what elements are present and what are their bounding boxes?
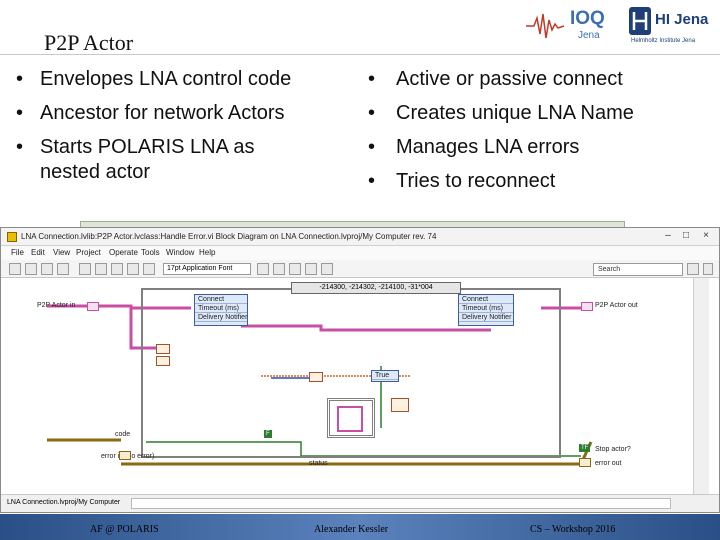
ioq-logo-subtext: Jena xyxy=(578,30,600,41)
inner-case-structure[interactable] xyxy=(327,398,375,438)
stop-actor-terminal[interactable]: TF xyxy=(579,444,591,452)
resize-objects-icon[interactable] xyxy=(289,263,301,275)
bullet-item: Active or passive connect xyxy=(362,62,712,96)
footer-bar: AF @ POLARIS Alexander Kessler CS – Work… xyxy=(0,514,720,540)
error-out-terminal[interactable] xyxy=(579,458,591,467)
help-icon[interactable] xyxy=(703,263,713,275)
footer-event: CS – Workshop 2016 xyxy=(530,524,616,535)
menu-help[interactable]: Help xyxy=(199,248,216,257)
status-bar: LNA Connection.lvproj/My Computer xyxy=(1,494,719,512)
block-diagram-canvas[interactable]: P2P Actor in P2P Actor out -214300, -214… xyxy=(11,278,693,494)
vi-icon xyxy=(7,232,17,242)
step-over-icon[interactable] xyxy=(127,263,139,275)
bullet-item: Envelopes LNA control code xyxy=(10,62,360,96)
minimize-icon[interactable]: – xyxy=(665,230,671,241)
hi-jena-logo-text: HI Jena xyxy=(655,11,709,28)
close-icon[interactable]: × xyxy=(703,230,709,241)
run-arrow-icon[interactable] xyxy=(9,263,21,275)
slide-title: P2P Actor xyxy=(44,30,134,55)
distribute-objects-icon[interactable] xyxy=(273,263,285,275)
title-divider xyxy=(0,54,720,55)
abort-icon[interactable] xyxy=(41,263,53,275)
bullet-item: Manages LNA errors xyxy=(362,130,712,164)
menu-window[interactable]: Window xyxy=(166,248,195,257)
retain-wire-values-icon[interactable] xyxy=(95,263,107,275)
class-constant[interactable] xyxy=(337,406,363,432)
cleanup-diagram-icon[interactable] xyxy=(321,263,333,275)
stop-actor-label: Stop actor? xyxy=(595,446,631,453)
search-input[interactable]: Search xyxy=(593,263,683,276)
reorder-icon[interactable] xyxy=(305,263,317,275)
right-bullet-list: Active or passive connect Creates unique… xyxy=(362,62,712,198)
run-continuously-icon[interactable] xyxy=(25,263,37,275)
maximize-icon[interactable]: □ xyxy=(682,230,690,241)
bullet-item: Creates unique LNA Name xyxy=(362,96,712,130)
toolbar: 17pt Application Font Search xyxy=(1,260,719,278)
p2p-actor-out-terminal[interactable] xyxy=(581,302,593,311)
left-bullet-list: Envelopes LNA control code Ancestor for … xyxy=(10,62,360,184)
hi-jena-logo-subtext: Helmholtz Institute Jena xyxy=(631,38,696,44)
p2p-actor-in-label: P2P Actor in xyxy=(37,302,76,309)
menu-bar: File Edit View Project Operate Tools Win… xyxy=(1,246,719,260)
align-objects-icon[interactable] xyxy=(257,263,269,275)
hi-jena-emblem-icon xyxy=(629,7,651,35)
project-path: LNA Connection.lvproj/My Computer xyxy=(7,499,121,506)
font-selector[interactable]: 17pt Application Font xyxy=(163,263,251,275)
step-into-icon[interactable] xyxy=(111,263,123,275)
error-indicator[interactable] xyxy=(391,398,409,412)
p2p-actor-in-terminal[interactable] xyxy=(87,302,99,311)
footer-author: Alexander Kessler xyxy=(314,524,389,535)
highlight-execution-icon[interactable] xyxy=(79,263,91,275)
menu-operate[interactable]: Operate xyxy=(109,248,138,257)
step-out-icon[interactable] xyxy=(143,263,155,275)
class-property-node-left[interactable]: Connect Timeout (ms) Delivery Notifier xyxy=(194,294,248,326)
menu-edit[interactable]: Edit xyxy=(31,248,45,257)
class-property-node-right[interactable]: Connect Timeout (ms) Delivery Notifier xyxy=(458,294,514,326)
bullet-item: Tries to reconnect xyxy=(362,164,712,198)
numeric-constant[interactable] xyxy=(309,372,323,382)
case-selector[interactable]: -214300, -214302, -214100, -31*004 xyxy=(291,282,461,294)
labview-block-diagram-window: LNA Connection.lvlib:P2P Actor.lvclass:H… xyxy=(0,227,720,513)
status-label: status xyxy=(309,460,328,467)
menu-view[interactable]: View xyxy=(53,248,71,257)
menu-project[interactable]: Project xyxy=(76,248,101,257)
vertical-scrollbar[interactable] xyxy=(693,278,709,494)
pause-icon[interactable] xyxy=(57,263,69,275)
boolean-constant[interactable]: F xyxy=(264,430,272,438)
menu-file[interactable]: File xyxy=(11,248,24,257)
window-title: LNA Connection.lvlib:P2P Actor.lvclass:H… xyxy=(21,232,437,241)
unbundle-node[interactable] xyxy=(156,356,170,366)
window-titlebar[interactable]: LNA Connection.lvlib:P2P Actor.lvclass:H… xyxy=(1,228,719,246)
unbundle-node[interactable] xyxy=(156,344,170,354)
true-constant[interactable]: True xyxy=(371,370,399,382)
ioq-waveform-logo xyxy=(526,13,565,39)
code-label: code xyxy=(115,431,131,438)
footer-left-text: AF @ POLARIS xyxy=(90,524,159,535)
p2p-actor-out-label: P2P Actor out xyxy=(595,302,638,309)
search-icon[interactable] xyxy=(687,263,699,275)
horizontal-scrollbar[interactable] xyxy=(131,498,671,509)
ioq-logo-text: IOQ xyxy=(570,8,605,29)
error-in-terminal[interactable] xyxy=(119,451,131,460)
bullet-item: Ancestor for network Actors xyxy=(10,96,360,130)
error-out-label: error out xyxy=(595,460,622,467)
menu-tools[interactable]: Tools xyxy=(141,248,160,257)
